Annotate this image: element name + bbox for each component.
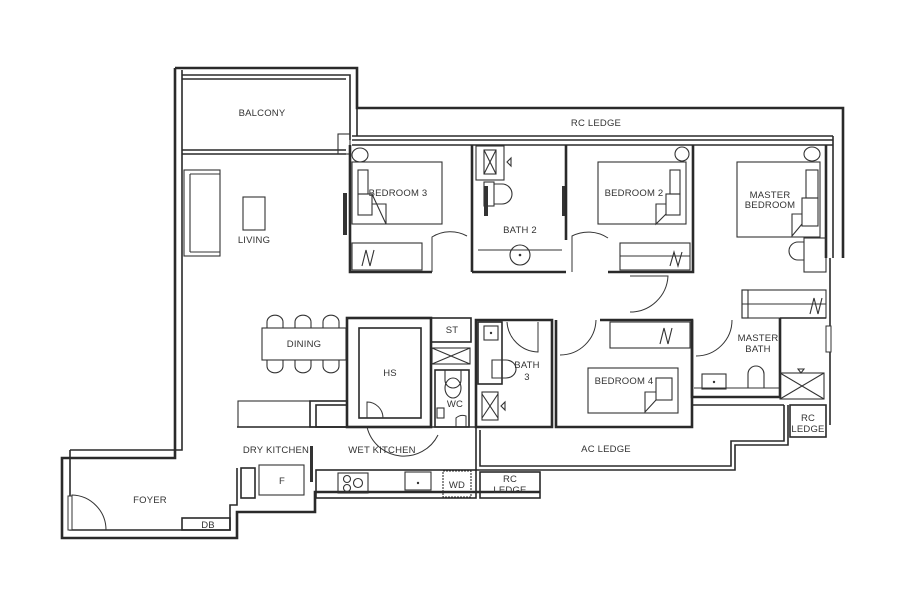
- rc-ledge-right-label-1: RC: [801, 413, 815, 424]
- bedroom-3: BEDROOM 3: [348, 145, 474, 274]
- wet-kitchen-label: WET KITCHEN: [348, 445, 415, 456]
- hs-label: HS: [383, 368, 397, 379]
- living-label: LIVING: [238, 235, 270, 246]
- bedroom-2: BEDROOM 2: [571, 145, 695, 313]
- ac-ledge: AC LEDGE: [475, 404, 789, 471]
- master-bath-label-1: MASTER: [738, 333, 779, 344]
- household-shelter: HS ST WC: [345, 316, 472, 429]
- fridge-label: F: [279, 476, 285, 487]
- outer-walls: [60, 66, 845, 540]
- rc-ledge-top: RC LEDGE: [352, 108, 834, 258]
- bedroom-4: BEDROOM 4: [554, 318, 694, 429]
- rc-ledge-right-label-2: LEDGE: [791, 424, 824, 435]
- rc-ledge-kitchen-label-1: RC: [503, 474, 517, 485]
- rc-ledge-top-label: RC LEDGE: [571, 118, 621, 129]
- bath-3-label-2: 3: [524, 372, 529, 383]
- bedroom-3-label: BEDROOM 3: [369, 188, 428, 199]
- st-label: ST: [446, 325, 459, 336]
- wd-label: WD: [449, 480, 465, 491]
- rc-ledge-right: RC LEDGE: [789, 404, 827, 438]
- master-bedroom: MASTER BEDROOM: [736, 145, 832, 425]
- bath-2: BATH 2: [472, 145, 568, 274]
- master-bedroom-label-2: BEDROOM: [745, 200, 796, 211]
- dining-label: DINING: [287, 339, 321, 350]
- master-bedroom-label-1: MASTER: [750, 190, 791, 201]
- foyer-label: FOYER: [133, 495, 167, 506]
- bedroom-2-label: BEDROOM 2: [605, 188, 664, 199]
- bath-3-label-1: BATH: [514, 360, 539, 371]
- kitchen: DRY KITCHEN WET KITCHEN F WD RC LEDGE: [237, 426, 541, 499]
- bedroom-4-label: BEDROOM 4: [595, 376, 654, 387]
- dry-kitchen-label: DRY KITCHEN: [243, 445, 309, 456]
- master-bath: MASTER BATH: [690, 317, 826, 400]
- ac-ledge-label: AC LEDGE: [581, 444, 631, 455]
- balcony-label: BALCONY: [239, 108, 286, 119]
- db-label: DB: [201, 520, 215, 531]
- wc-label: WC: [447, 399, 463, 410]
- living-room: LIVING: [183, 169, 347, 257]
- balcony: BALCONY: [182, 108, 351, 155]
- dining: DINING: [237, 314, 348, 428]
- master-bath-label-2: BATH: [745, 344, 770, 355]
- bath-2-label: BATH 2: [503, 225, 537, 236]
- rc-ledge-kitchen-label-2: LEDGE: [493, 485, 526, 496]
- bath-3: BATH 3: [474, 318, 557, 429]
- foyer: FOYER DB: [67, 450, 238, 531]
